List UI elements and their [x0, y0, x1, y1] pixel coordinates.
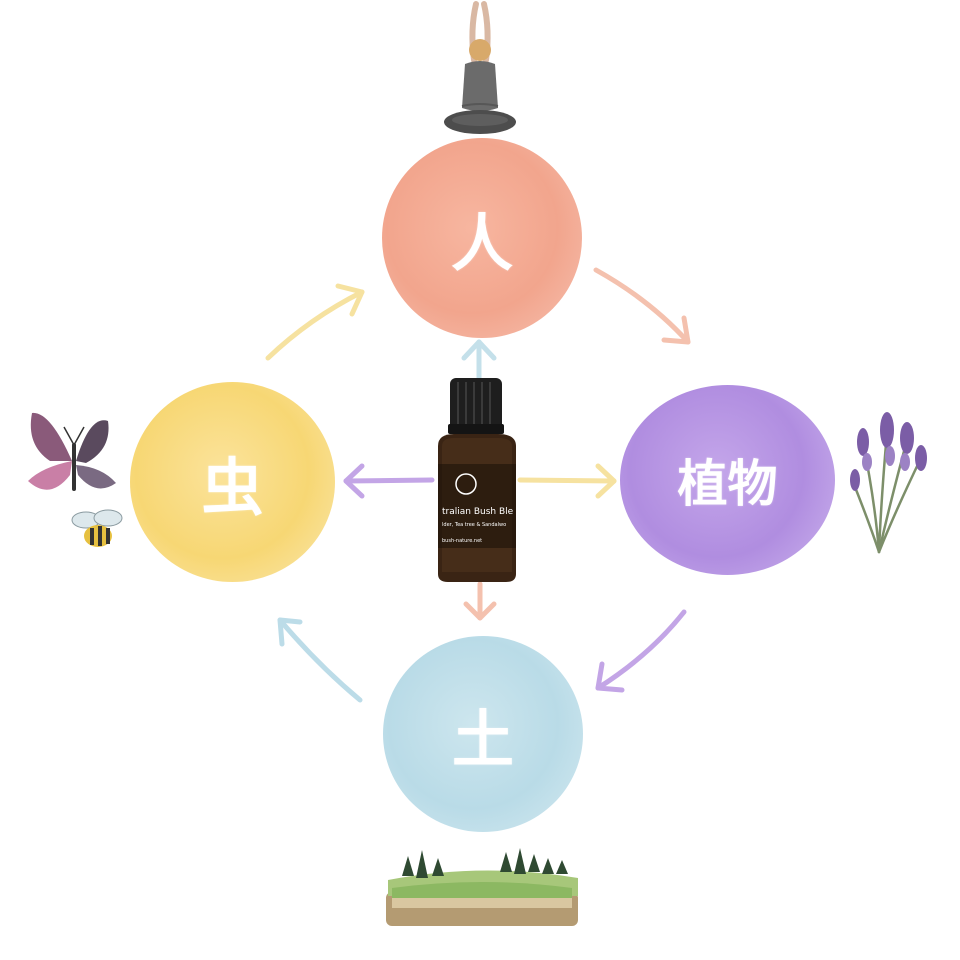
essential-oil-bottle-icon: tralian Bush Ble lder, Tea tree & Sandal… [438, 378, 516, 582]
arrowhead-person-to-plant [661, 315, 691, 345]
bottle-label: tralian Bush Ble [442, 507, 514, 517]
arrowhead-plant-to-soil [595, 661, 625, 693]
arrowhead-insect-to-person [335, 283, 365, 317]
meditating-woman-icon [444, 1, 516, 134]
arrowhead-center-to-person [461, 339, 497, 361]
node-soil: 土 [383, 636, 583, 832]
arrow-insect-to-person [265, 289, 365, 361]
bottle-sublabel: lder, Tea tree & Sandalwo [442, 522, 506, 528]
arrowhead-center-to-soil [463, 601, 497, 621]
arrow-center-to-insect [343, 477, 435, 484]
bottle-url: bush-nature.net [442, 538, 482, 544]
bee-icon [71, 509, 123, 547]
arrow-plant-to-soil [595, 609, 687, 691]
lavender-icon [850, 412, 927, 554]
arrow-soil-to-insect [277, 617, 363, 703]
node-person: 人 [382, 138, 582, 338]
arrowhead-center-to-plant [595, 463, 617, 499]
landscape-icon [386, 848, 578, 926]
arrowhead-soil-to-insect [277, 617, 303, 647]
arrow-person-to-plant [593, 267, 691, 345]
arrow-center-to-plant [517, 477, 617, 484]
node-plant-label: 植物 [677, 455, 778, 513]
node-insect-label: 虫 [201, 451, 264, 524]
node-insect: 虫 [130, 382, 335, 582]
butterfly-icon [28, 412, 116, 491]
node-plant: 植物 [620, 385, 835, 575]
node-soil-label: 土 [451, 703, 514, 776]
node-person-label: 人 [450, 207, 513, 280]
arrowhead-center-to-insect [343, 463, 365, 499]
